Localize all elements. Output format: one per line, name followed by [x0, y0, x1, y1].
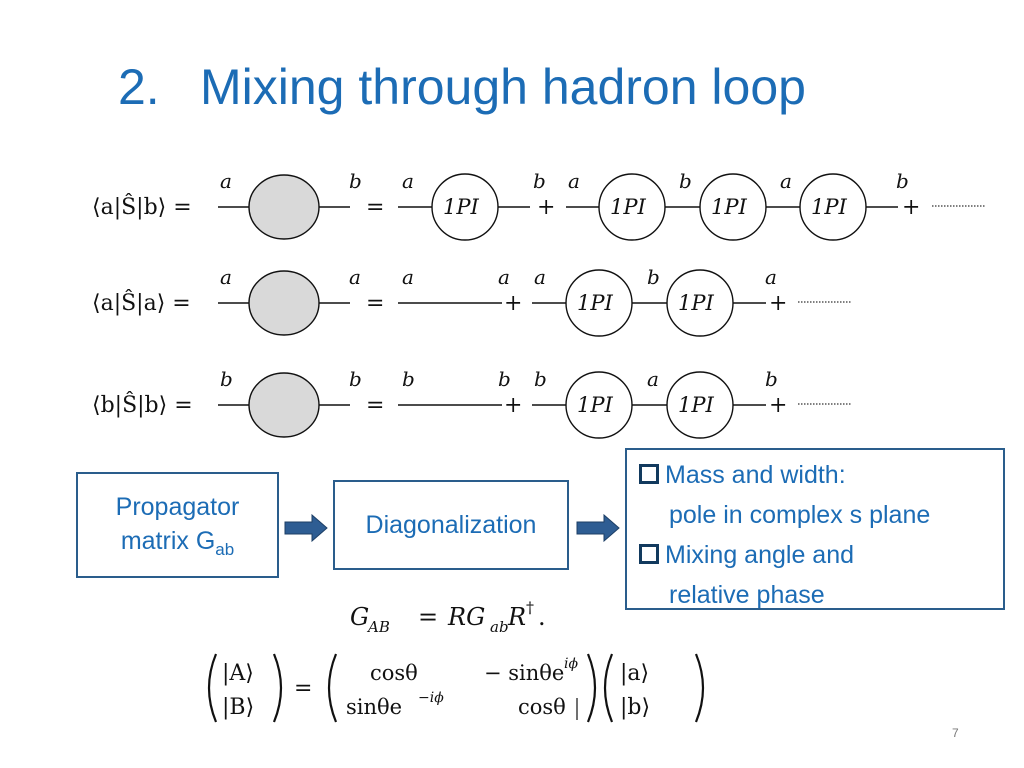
label-b: b [402, 367, 415, 391]
svg-text:=: = [418, 603, 438, 631]
svg-text:|B⟩: |B⟩ [222, 695, 254, 720]
slide-title-text: Mixing through hadron loop [200, 59, 806, 115]
result-item-mixing: Mixing angle and [639, 535, 1003, 575]
full-propagator-blob [248, 270, 320, 336]
vertex-1pi-label: 1PI [577, 393, 613, 417]
svg-text:iϕ: iϕ [564, 656, 578, 672]
equals-sign: = [366, 291, 384, 316]
vertex-1pi-label: 1PI [443, 195, 479, 219]
feynman-diagrams: .mt { font-family: "DejaVu Serif", serif… [92, 169, 986, 439]
square-bullet-icon [639, 544, 659, 564]
vertex-1pi-label: 1PI [610, 195, 646, 219]
plus-sign: + [769, 291, 787, 316]
vertex-1pi-label: 1PI [678, 393, 714, 417]
row2-lhs: ⟨a|Ŝ|a⟩ = [92, 289, 191, 316]
label-b: b [220, 367, 233, 391]
row1-lhs: ⟨a|Ŝ|b⟩ = [92, 193, 192, 220]
right-arrow-icon [284, 514, 328, 542]
label-b: b [349, 169, 362, 193]
svg-text:AB: AB [366, 618, 390, 636]
label-b: b [533, 169, 546, 193]
svg-text:cosθ: cosθ [370, 661, 418, 685]
plus-sign: + [504, 291, 522, 316]
label-b: b [349, 367, 362, 391]
svg-text:ab: ab [490, 618, 509, 636]
svg-text:RG: RG [447, 603, 485, 631]
row3-lhs: ⟨b|Ŝ|b⟩ = [92, 391, 193, 418]
square-bullet-icon [639, 464, 659, 484]
label-a: a [402, 169, 414, 193]
full-propagator-blob [248, 174, 320, 240]
label-b: b [498, 367, 511, 391]
slide-title: 2. Mixing through hadron loop [118, 58, 806, 116]
label-a: a [498, 265, 510, 289]
equals-sign: = [366, 393, 384, 418]
diagram-row-bb: ⟨b|Ŝ|b⟩ = b b = b b + b 1PI a 1PI b + [92, 367, 852, 439]
label-a: a [780, 169, 792, 193]
propagator-subscript: ab [215, 540, 235, 559]
svg-text:=: = [294, 676, 312, 701]
propagator-line2: matrix Gab [120, 527, 235, 559]
slide-number: 2. [118, 59, 160, 115]
vertex-1pi-label: 1PI [811, 195, 847, 219]
propagator-matrix-box: Propagator matrix Gab [76, 472, 279, 578]
svg-text:−iϕ: −iϕ [418, 690, 444, 706]
label-a: a [349, 265, 361, 289]
svg-text:sinθe: sinθe [346, 695, 402, 719]
full-propagator-blob [248, 372, 320, 438]
propagator-line1: Propagator [115, 493, 240, 521]
results-box: Mass and width: pole in complex s plane … [625, 448, 1005, 610]
vertex-1pi-label: 1PI [577, 291, 613, 315]
result-item-mass: Mass and width: [639, 455, 1003, 495]
plus-sign: + [769, 393, 787, 418]
state-mixing-formula: |A⟩ |B⟩ = cosθ − sinθe iϕ sinθe −iϕ cosθ… [207, 653, 705, 723]
svg-text:cosθ: cosθ [518, 695, 566, 719]
svg-text:†: † [526, 598, 534, 617]
label-a: a [568, 169, 580, 193]
label-a: a [534, 265, 546, 289]
label-a: a [765, 265, 777, 289]
vertex-1pi-label: 1PI [711, 195, 747, 219]
right-arrow-icon [576, 514, 620, 542]
label-b: b [679, 169, 692, 193]
diagonalization-box: Diagonalization [333, 480, 569, 570]
vertex-1pi-label: 1PI [678, 291, 714, 315]
page-number: 7 [952, 726, 959, 740]
label-b: b [765, 367, 778, 391]
svg-text:R: R [507, 603, 526, 631]
svg-text:|A⟩: |A⟩ [222, 661, 254, 686]
svg-text:|a⟩: |a⟩ [620, 661, 649, 686]
diagram-row-ab: ⟨a|Ŝ|b⟩ = a b = 1PI a b + a 1PI b 1PI a … [92, 169, 986, 241]
plus-sign: + [537, 195, 555, 220]
svg-text:G: G [350, 603, 369, 631]
diagram-row-aa: ⟨a|Ŝ|a⟩ = a a = a a + a 1PI b 1PI a + [92, 265, 852, 337]
equals-sign: = [366, 195, 384, 220]
svg-text:|b⟩: |b⟩ [620, 695, 650, 720]
label-a: a [220, 169, 232, 193]
rotation-formula: G AB = RG ab R † . [350, 598, 546, 636]
label-a: a [647, 367, 659, 391]
label-b: b [647, 265, 660, 289]
result-item-mixing-detail: relative phase [669, 581, 825, 609]
result-item-mass-detail: pole in complex s plane [669, 501, 931, 529]
label-b: b [534, 367, 547, 391]
plus-sign: + [504, 393, 522, 418]
svg-text:.: . [538, 603, 546, 631]
label-b: b [896, 169, 909, 193]
label-a: a [402, 265, 414, 289]
label-a: a [220, 265, 232, 289]
svg-text:− sinθe: − sinθe [484, 661, 564, 685]
plus-sign: + [902, 195, 920, 220]
diagonalization-label: Diagonalization [365, 510, 537, 539]
